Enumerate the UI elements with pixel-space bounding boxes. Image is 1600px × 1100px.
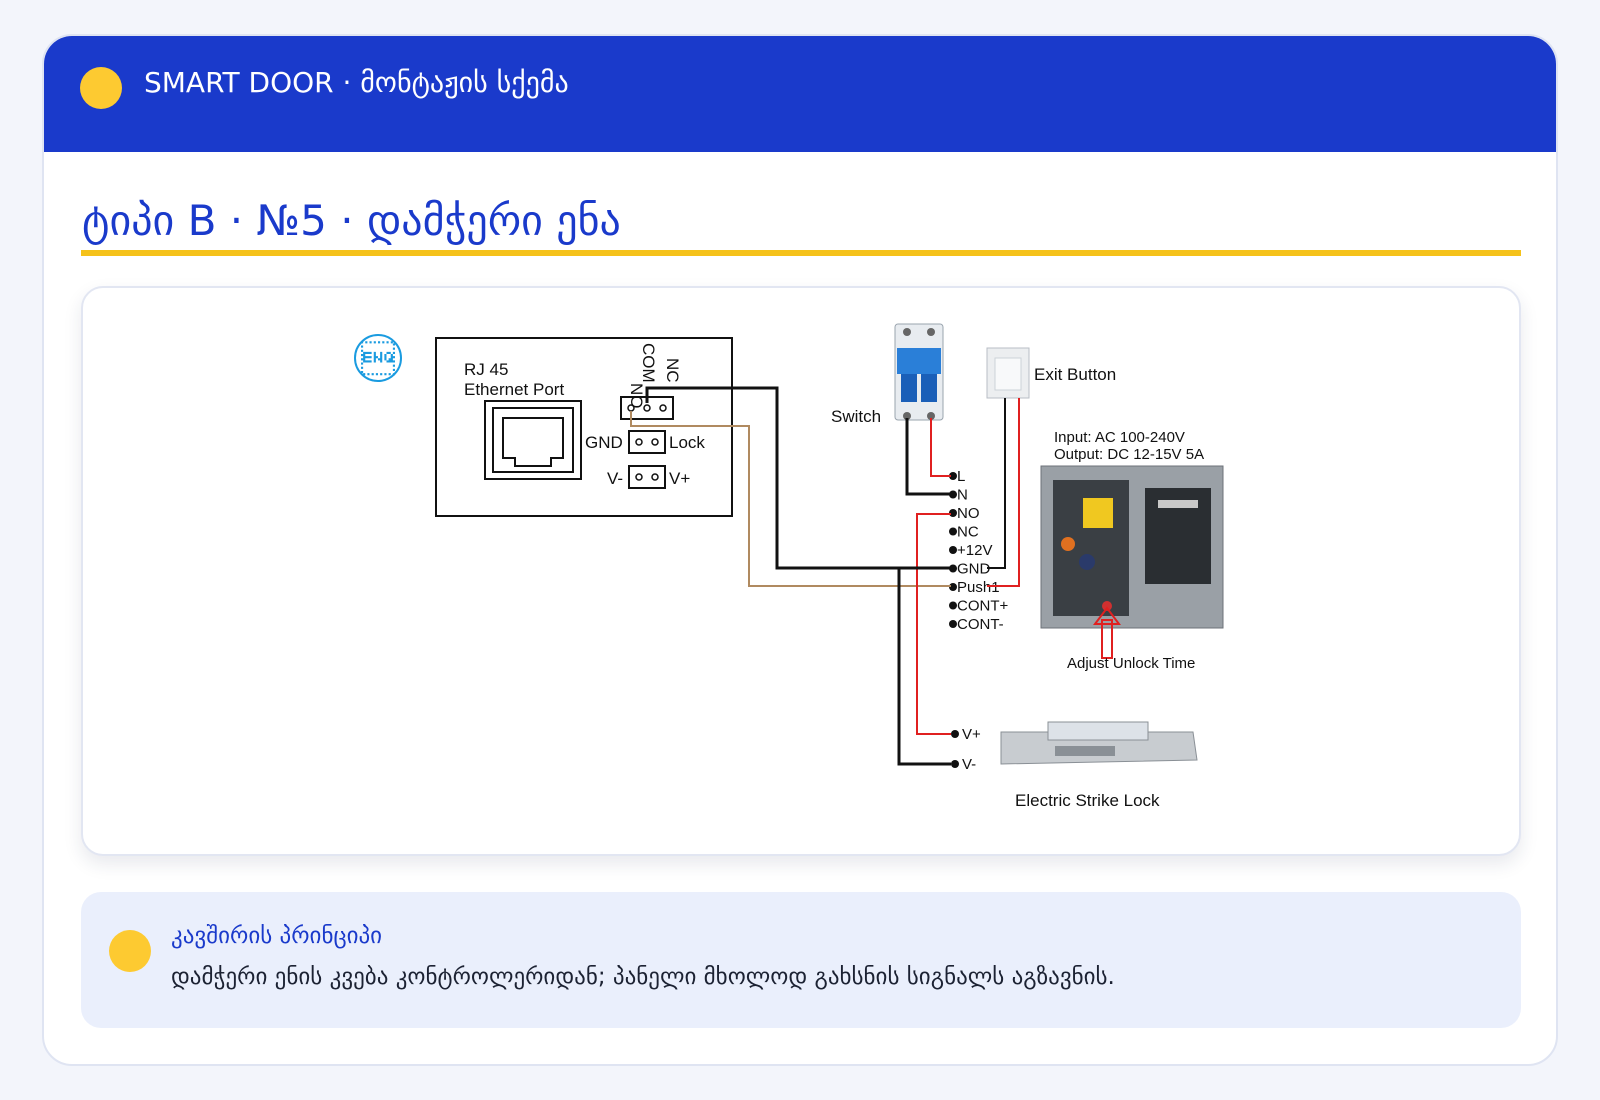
wire-com-gnd	[645, 386, 951, 570]
terminal-label-l: L	[957, 468, 965, 485]
relay-label-nc: NC	[663, 358, 682, 383]
circuit-breaker-icon	[894, 323, 944, 421]
lock-terminal-vminus: V-	[962, 756, 976, 773]
controller-gnd-label: GND	[585, 433, 623, 452]
title-underline	[81, 250, 1521, 256]
lock-terminal-block	[628, 430, 666, 454]
rj45-label: RJ 45	[464, 360, 508, 379]
wiring-diagram:  RJ 45 Ethernet Port NO COM NC GND	[354, 323, 1224, 810]
electric-strike-lock-icon	[1000, 721, 1198, 765]
wire-switch-l	[930, 418, 951, 477]
header-dot-icon	[80, 67, 122, 109]
terminal-label-cont: CONT+	[957, 598, 1008, 615]
electric-strike-lock-label: Electric Strike Lock	[1015, 791, 1160, 810]
note-dot-icon	[109, 930, 151, 972]
diagram-number-badge: 	[354, 334, 402, 382]
wires	[630, 386, 1020, 766]
ethernet-port-icon	[484, 400, 582, 480]
adjust-unlock-time-label: Adjust Unlock Time	[1067, 655, 1195, 672]
wiring-diagram-panel:  RJ 45 Ethernet Port NO COM NC GND	[81, 286, 1521, 856]
psu-output-label: Output: DC 12-15V 5A	[1054, 446, 1204, 463]
terminal-dot-12v	[949, 546, 957, 554]
connection-principle-note: კავშირის პრინციპი დამჭერი ენის კვება კონ…	[81, 892, 1521, 1028]
relay-label-com: COM	[639, 343, 658, 383]
ethernet-port-label: Ethernet Port	[464, 380, 564, 399]
note-title: კავშირის პრინციპი	[171, 923, 383, 949]
header-title: SMART DOOR · მონტაჟის სქემა	[144, 66, 569, 99]
main-card: SMART DOOR · მონტაჟის სქემა ტიპი B · №5 …	[42, 34, 1558, 1066]
terminal-label-push1: Push1	[957, 579, 1000, 596]
svg-text:: 	[361, 341, 395, 379]
psu-input-label: Input: AC 100-240V	[1054, 429, 1185, 446]
power-terminal-block	[628, 465, 666, 489]
terminal-label-nc: NC	[957, 524, 979, 541]
page-title: ტიპი B · №5 · დამჭერი ენა	[82, 196, 621, 245]
wire-no-push1	[630, 411, 951, 587]
adjust-arrow	[1093, 606, 1121, 659]
power-supply-icon	[1040, 465, 1224, 629]
terminal-label-no: NO	[957, 505, 980, 522]
switch-label: Switch	[831, 407, 881, 426]
terminal-label-gnd: GND	[957, 561, 991, 578]
exit-button-label: Exit Button	[1034, 365, 1116, 384]
header-bar: SMART DOOR · მონტაჟის სქემა	[44, 36, 1556, 152]
wire-no-lock-vplus	[916, 513, 951, 735]
terminal-dot-cont	[949, 601, 957, 610]
note-text: დამჭერი ენის კვება კონტროლერიდან; პანელი…	[171, 964, 1115, 990]
terminal-label-n: N	[957, 487, 968, 504]
wire-exit-gnd	[987, 398, 1006, 569]
wire-exit-push1	[987, 398, 1020, 587]
terminal-dot-nc	[949, 527, 957, 536]
terminal-dot-cont	[949, 620, 957, 628]
terminal-label-cont: CONT-	[957, 616, 1004, 633]
wire-switch-n	[905, 418, 951, 496]
wire-gnd-lock-vminus	[897, 566, 951, 766]
controller-lock-label: Lock	[669, 433, 705, 452]
controller-vminus-label: V-	[607, 469, 623, 488]
relay-label-no: NO	[627, 383, 646, 409]
lock-terminal-vplus: V+	[962, 726, 981, 743]
terminal-dot-l	[949, 472, 957, 480]
exit-button-icon	[986, 347, 1030, 399]
controller-vplus-label: V+	[669, 469, 690, 488]
terminal-label-12v: +12V	[957, 542, 992, 559]
